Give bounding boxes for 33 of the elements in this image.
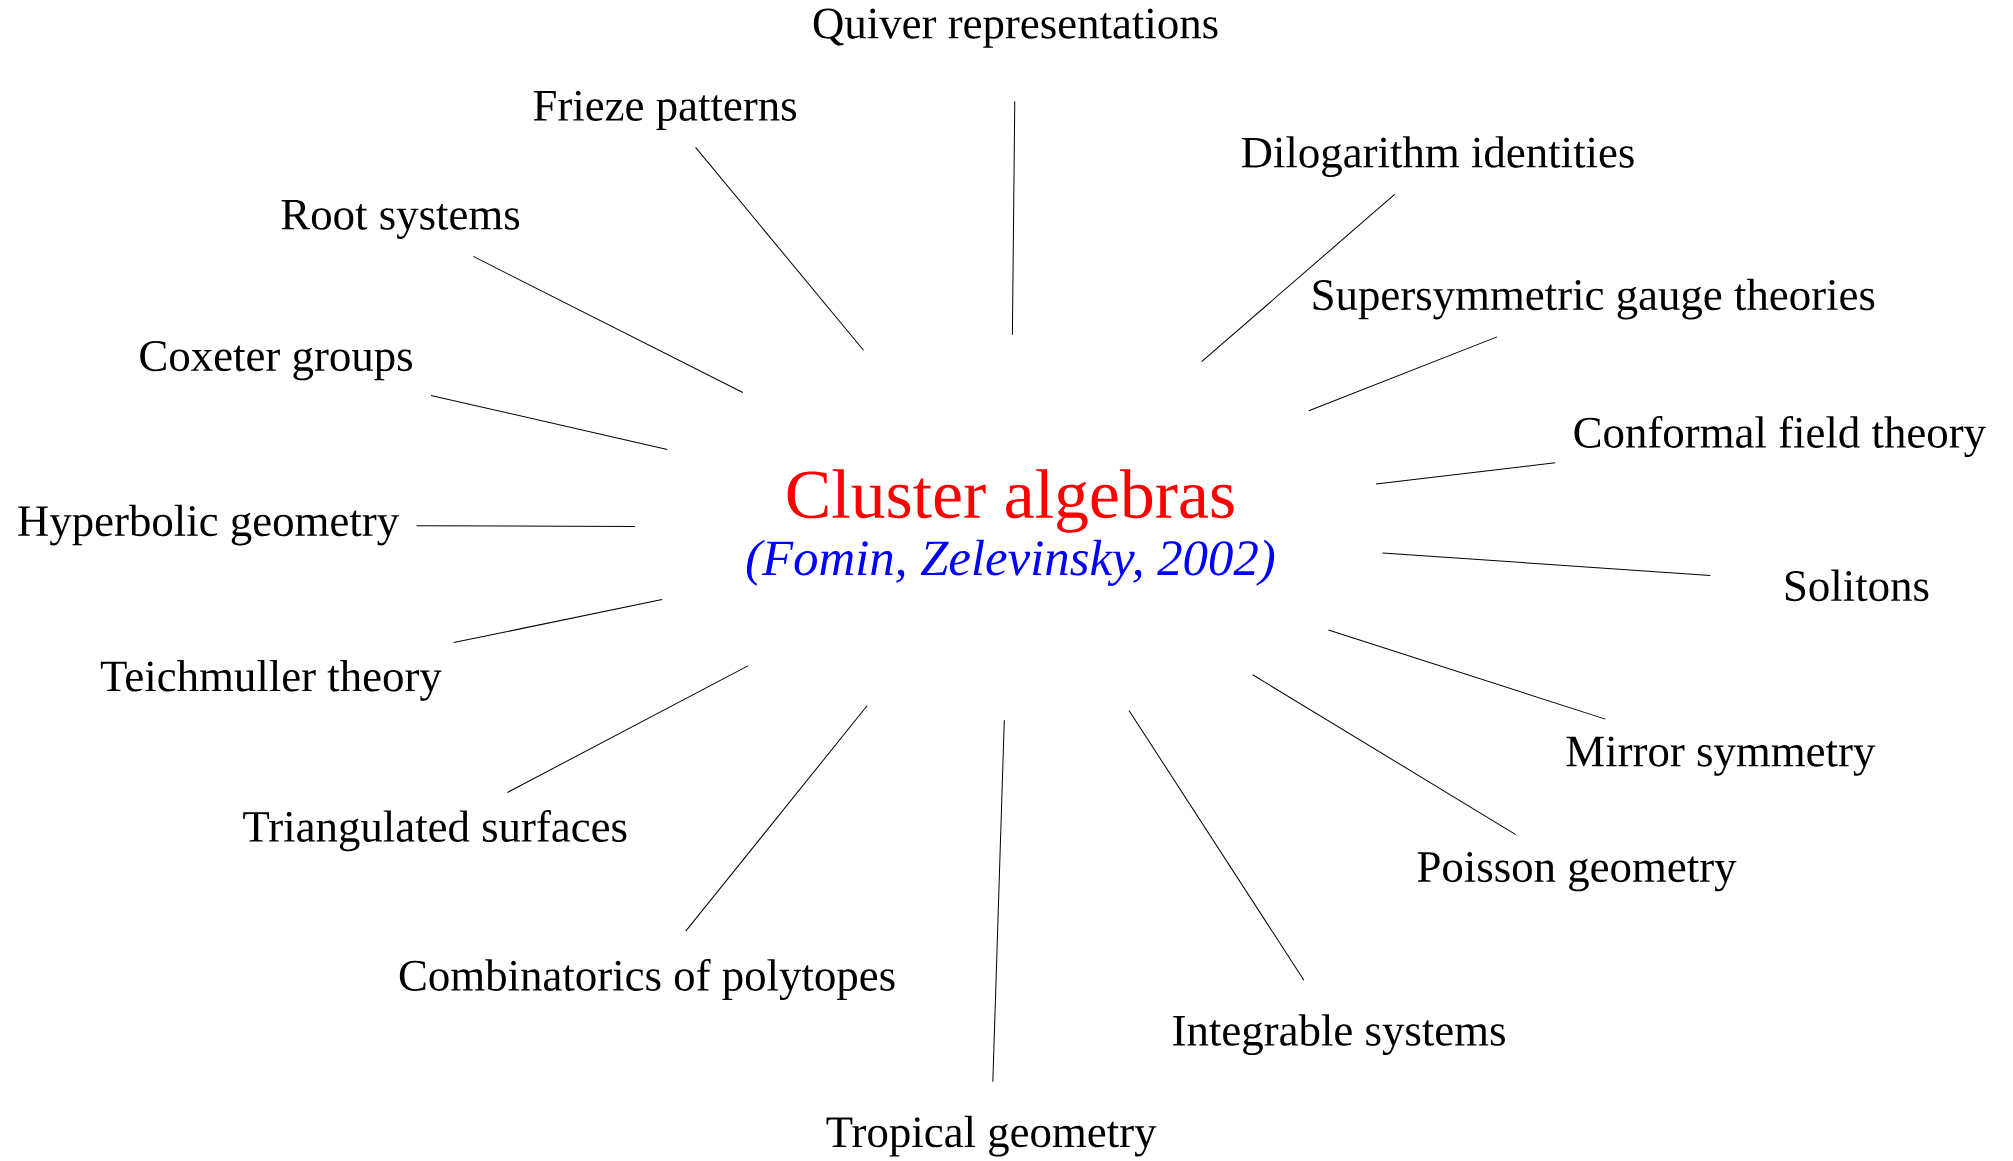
topic-label: Dilogarithm identities [1241, 136, 1634, 177]
connector-line [430, 395, 668, 450]
topic-label: Supersymmetric gauge theories [1313, 278, 1875, 320]
connector-line [1252, 674, 1517, 836]
topic-label: Coxeter groups [140, 341, 412, 381]
topic-label: Triangulated surfaces [243, 810, 627, 852]
topic-label: Mirror symmetry [1566, 736, 1876, 776]
topic-label: Integrable systems [1173, 1014, 1505, 1056]
connector-line [685, 705, 868, 932]
topic-label: Tropical geometry [826, 1115, 1157, 1157]
connector-line [472, 255, 744, 393]
connector-line [416, 525, 636, 527]
connector-line [453, 599, 663, 644]
topic-label: Poisson geometry [1417, 852, 1737, 892]
topic-label: Hyperbolic geometry [18, 504, 399, 546]
connector-line [1327, 629, 1606, 720]
connector-line [1011, 100, 1016, 336]
topic-label: Frieze patterns [533, 90, 796, 130]
topic-label: Root systems [281, 199, 520, 239]
topic-label: Teichmuller theory [100, 660, 442, 701]
connector-line [1308, 336, 1498, 412]
connector-line [1201, 193, 1396, 363]
connector-line [506, 665, 749, 794]
connector-line [1128, 709, 1305, 981]
connector-line [1375, 462, 1556, 485]
topic-label: Conformal field theory [1574, 415, 1986, 458]
topic-label: Combinatorics of polytopes [399, 958, 895, 1001]
topic-label: Quiver representations [813, 8, 1218, 48]
connector-line [992, 719, 1005, 1083]
topic-label: Solitons [1785, 569, 1929, 602]
connector-line [695, 146, 864, 351]
connector-line [1381, 552, 1711, 576]
central-topic: Cluster algebras (Fomin, Zelevinsky, 2002) [746, 469, 1275, 586]
